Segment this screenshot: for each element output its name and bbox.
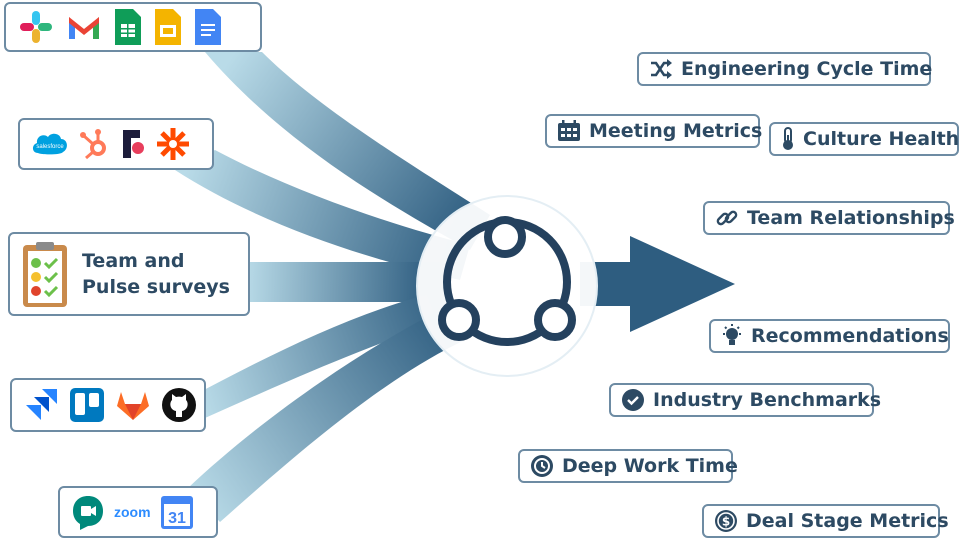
dollar-circle-icon: $ bbox=[715, 510, 737, 532]
trello-icon bbox=[70, 388, 104, 422]
calendar-grid-icon bbox=[558, 120, 580, 141]
link-icon bbox=[716, 210, 738, 226]
clipboard-survey-icon bbox=[23, 242, 67, 307]
data-streams bbox=[175, 52, 490, 522]
output-label: Industry Benchmarks bbox=[653, 389, 882, 411]
output-label: Engineering Cycle Time bbox=[681, 58, 933, 80]
output-engineering-cycle-time: Engineering Cycle Time bbox=[637, 52, 933, 86]
clock-icon bbox=[531, 455, 553, 477]
output-deal-stage-metrics: $ Deal Stage Metrics bbox=[702, 504, 949, 538]
source-surveys: Team and Pulse surveys bbox=[8, 232, 250, 316]
output-label: Culture Health bbox=[803, 128, 960, 150]
stream-workspace bbox=[205, 52, 490, 250]
front-icon bbox=[123, 130, 144, 158]
check-circle-icon bbox=[622, 389, 644, 411]
output-label: Team Relationships bbox=[747, 207, 955, 229]
thermometer-icon bbox=[783, 127, 793, 150]
output-label: Recommendations bbox=[751, 325, 949, 347]
output-team-relationships: Team Relationships bbox=[703, 201, 955, 235]
stream-crm bbox=[175, 150, 470, 280]
google-calendar-icon: 31 bbox=[160, 496, 193, 529]
source-workspace-apps bbox=[4, 2, 262, 52]
jira-icon bbox=[26, 389, 57, 420]
salesforce-text: salesforce bbox=[36, 144, 64, 150]
google-meet-icon bbox=[73, 496, 103, 530]
google-slides-icon bbox=[155, 9, 181, 45]
output-meeting-metrics: Meeting Metrics bbox=[545, 114, 763, 148]
output-recommendations: Recommendations bbox=[709, 319, 950, 353]
gitlab-icon bbox=[117, 392, 149, 420]
calendar-date-text: 31 bbox=[168, 510, 186, 527]
surveys-label: Team and Pulse surveys bbox=[82, 250, 230, 298]
google-docs-icon bbox=[195, 9, 221, 45]
stream-meetings bbox=[188, 305, 465, 522]
output-label: Meeting Metrics bbox=[589, 120, 763, 142]
svg-text:$: $ bbox=[722, 515, 730, 529]
shuffle-icon bbox=[651, 59, 672, 79]
source-engineering-apps bbox=[10, 378, 206, 432]
source-meeting-apps: zoom 31 bbox=[58, 486, 218, 538]
output-arrow bbox=[580, 236, 735, 332]
stream-engineering bbox=[200, 290, 455, 418]
zapier-icon bbox=[157, 128, 189, 160]
lightbulb-icon bbox=[723, 324, 741, 345]
network-hub-icon bbox=[416, 195, 598, 377]
output-label: Deal Stage Metrics bbox=[746, 510, 949, 532]
slack-icon bbox=[20, 11, 52, 43]
zoom-icon: zoom bbox=[114, 504, 151, 520]
salesforce-icon: salesforce bbox=[32, 133, 67, 155]
output-label: Deep Work Time bbox=[562, 455, 738, 477]
google-sheets-icon bbox=[115, 9, 141, 45]
gmail-icon bbox=[69, 17, 99, 39]
source-crm-apps: salesforce bbox=[18, 118, 214, 170]
output-culture-health: Culture Health bbox=[769, 122, 959, 156]
hubspot-icon bbox=[80, 129, 106, 160]
github-icon bbox=[162, 388, 196, 422]
output-deep-work-time: Deep Work Time bbox=[518, 449, 738, 483]
stream-surveys bbox=[248, 262, 450, 302]
output-industry-benchmarks: Industry Benchmarks bbox=[609, 383, 881, 417]
